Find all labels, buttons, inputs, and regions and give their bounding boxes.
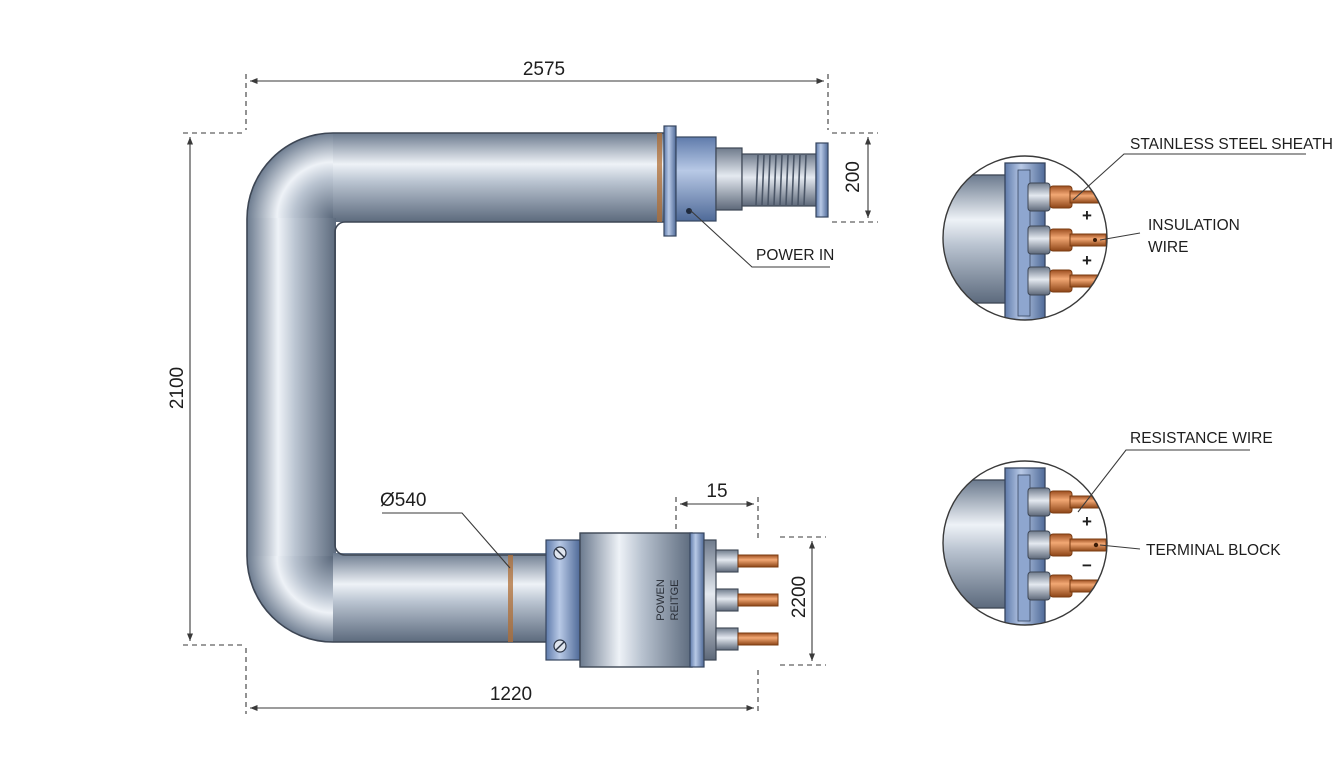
dimension-values: 2575 2100 200 Ø540 15 2200 1220 POWER IN: [167, 59, 864, 705]
dim-overall-height: 2100: [167, 367, 188, 409]
terminal-stud: [715, 588, 779, 612]
housing-text-line1: POWEN: [655, 579, 667, 621]
dim-bottom-length: 1220: [490, 684, 532, 705]
bottom-weld-band: [508, 555, 513, 642]
detail-top-sign-1: +: [1082, 206, 1092, 225]
detail-view-bottom: + −: [942, 460, 1108, 626]
label-wire: WIRE: [1148, 239, 1188, 256]
detail-bottom-sign-2: −: [1082, 556, 1092, 575]
detail-bottom-sign-1: +: [1082, 512, 1092, 531]
detail-top-stud: [1027, 225, 1107, 255]
top-weld-band: [657, 133, 662, 222]
detail-bottom-stud: [1027, 530, 1107, 560]
terminal-stud: [715, 627, 779, 651]
power-in-fitting: [663, 125, 829, 237]
detail-view-top: + +: [942, 155, 1108, 321]
label-resistance-wire: RESISTANCE WIRE: [1130, 430, 1273, 447]
label-stainless-steel-sheath: STAINLESS STEEL SHEATH: [1130, 136, 1333, 153]
callout-leaders: [1072, 153, 1306, 550]
terminal-stud: [715, 549, 779, 573]
dim-terminal-height: 2200: [789, 576, 810, 618]
detail-bottom-stud: [1027, 571, 1107, 601]
thread-lines: [755, 154, 807, 206]
terminal-housing: POWEN REITGE: [545, 532, 717, 668]
dim-terminal-length: 15: [706, 481, 727, 502]
dim-flange-height: 200: [843, 161, 864, 193]
label-power-in: POWER IN: [756, 247, 834, 264]
terminal-studs: [715, 549, 779, 651]
callout-labels: STAINLESS STEEL SHEATH INSULATION WIRE R…: [1130, 136, 1333, 559]
label-terminal-block: TERMINAL BLOCK: [1146, 542, 1281, 559]
housing-text-line2: REITGE: [669, 580, 681, 621]
dim-overall-width: 2575: [523, 59, 565, 80]
dimension-lines: [183, 74, 878, 714]
dim-diameter: Ø540: [380, 490, 426, 511]
detail-top-sign-2: +: [1082, 251, 1092, 270]
label-insulation: INSULATION: [1148, 217, 1240, 234]
u-shaped-tube: [246, 132, 668, 643]
